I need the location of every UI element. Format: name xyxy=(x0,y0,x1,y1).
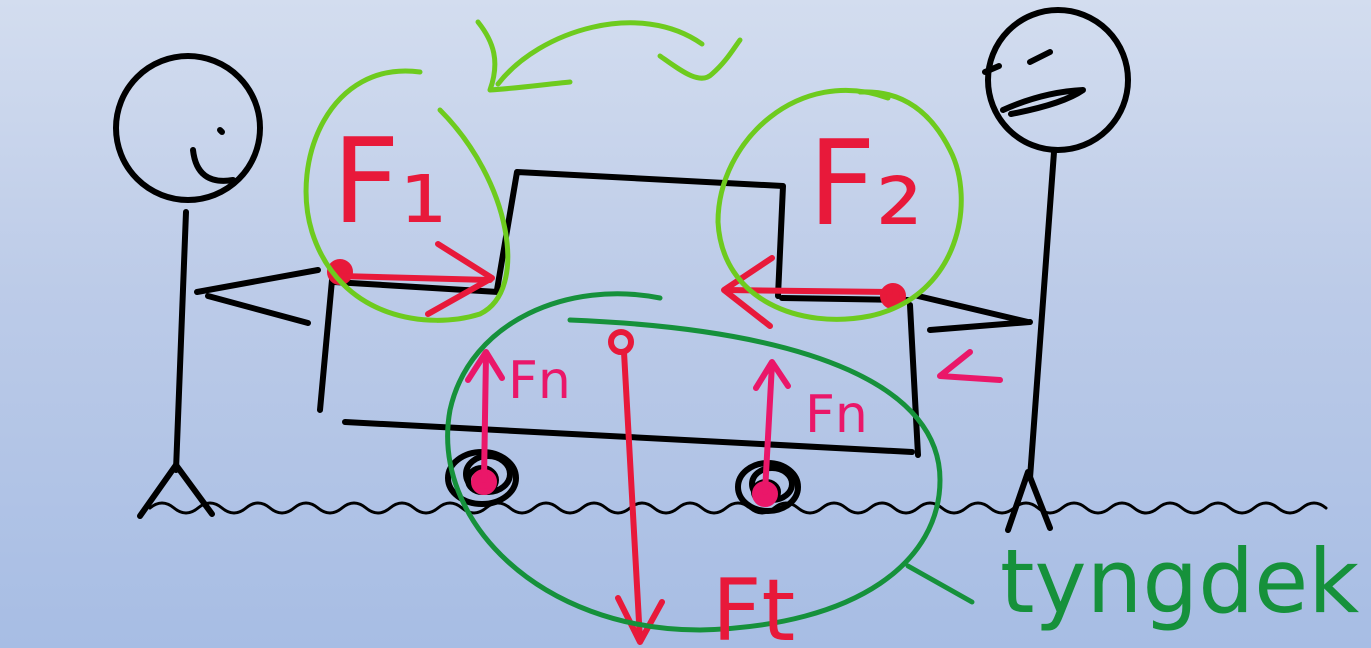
swap-arrow-curve xyxy=(495,20,705,87)
right-person-legs xyxy=(1005,469,1053,533)
right-person-eye xyxy=(982,49,1053,75)
left-person-smile xyxy=(190,147,236,184)
label-tyngdekraft: tyngdek xyxy=(1000,530,1359,633)
left-person-body xyxy=(173,209,189,473)
highlight-f2 xyxy=(715,87,964,322)
box-right-lower xyxy=(907,302,921,458)
label-ft: Ft xyxy=(712,561,795,648)
swap-arrow-head-left xyxy=(475,19,573,93)
label-f1: F₁ xyxy=(332,112,447,250)
normal-force-left xyxy=(465,349,505,495)
left-person-arms xyxy=(194,267,321,326)
note-pointer xyxy=(905,563,975,605)
box-left-lower xyxy=(317,277,335,413)
swap-arrow-head-right xyxy=(657,37,743,81)
highlights xyxy=(303,19,964,323)
highlight-f1 xyxy=(303,68,511,323)
normal-force-right xyxy=(752,359,791,507)
ground-line xyxy=(148,501,1328,515)
right-person xyxy=(915,7,1131,533)
right-person-mouth xyxy=(1000,87,1086,117)
left-person-legs xyxy=(137,462,215,519)
gravity-force-arrow xyxy=(608,329,665,645)
left-person-head xyxy=(113,53,263,203)
right-person-head xyxy=(985,7,1131,153)
label-fn-left: Fn xyxy=(508,351,571,411)
system-ellipse xyxy=(445,291,975,633)
right-person-arms xyxy=(915,293,1033,333)
label-f2: F₂ xyxy=(808,114,923,252)
wheels xyxy=(445,449,801,514)
angle-mark xyxy=(937,349,1003,383)
left-person xyxy=(113,53,321,519)
right-person-body xyxy=(1027,149,1057,481)
left-person-eye xyxy=(217,127,225,135)
label-fn-right: Fn xyxy=(805,385,868,445)
force-f1-arrow xyxy=(327,241,495,317)
